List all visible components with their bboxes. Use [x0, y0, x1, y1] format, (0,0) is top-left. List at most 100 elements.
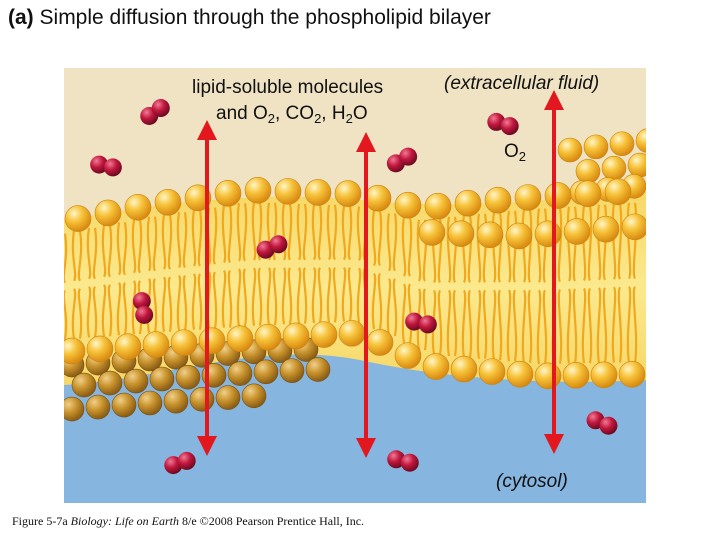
phospholipid-head — [422, 353, 450, 380]
lipid-tail — [272, 267, 278, 326]
phospholipid-head — [241, 383, 267, 409]
phospholipid-head — [618, 360, 646, 388]
lipid-tail — [566, 288, 572, 364]
lipid-tail — [92, 286, 98, 338]
phospholipid-head — [534, 220, 562, 248]
phospholipid-head — [97, 370, 123, 396]
lipid-tail — [407, 283, 413, 344]
phospholipid-head — [454, 189, 482, 217]
lipid-tail — [161, 276, 167, 332]
lipid-tail — [152, 216, 158, 272]
lipid-tail — [296, 267, 302, 324]
lipid-tail — [587, 287, 593, 364]
phospholipid-head — [64, 337, 86, 365]
phospholipid-head — [64, 205, 92, 232]
lipid-tail — [296, 203, 302, 261]
phospholipid-head — [137, 390, 163, 416]
lipid-tail — [236, 203, 242, 262]
atom — [400, 453, 419, 472]
figure-caption: Figure 5-7a Biology: Life on Earth 8/e ©… — [12, 514, 365, 528]
phospholipid-head — [279, 358, 305, 383]
lipid-tail — [581, 205, 587, 282]
lipid-tail — [611, 203, 617, 280]
lipid-tail — [416, 219, 422, 282]
lipid-tail — [71, 230, 77, 282]
lipid-tail — [191, 209, 197, 267]
lipid-tail — [401, 216, 407, 277]
lipid-tail — [407, 216, 413, 277]
label-small-molecules: and O2, CO2, H2O — [216, 103, 368, 126]
lipid-tail — [86, 286, 92, 338]
phospholipid-head — [282, 322, 310, 350]
figure-title-prefix: (a) — [8, 6, 34, 29]
lipid-tail — [236, 268, 242, 327]
label-oxygen: O2 — [504, 141, 527, 164]
diffusing-molecules — [90, 99, 618, 475]
phospholipid-head — [85, 394, 111, 420]
lipid-tail — [476, 289, 482, 359]
atom — [151, 99, 170, 118]
phospholipid-head — [609, 131, 635, 157]
phospholipid-head — [154, 189, 182, 216]
lipid-tail — [116, 222, 122, 276]
phospholipid-head — [123, 368, 149, 394]
lipid-tail — [461, 289, 467, 358]
phospholipid-head — [114, 333, 142, 361]
lipid-tail — [467, 215, 473, 283]
phospholipid-head — [338, 320, 366, 347]
phospholipid-head — [563, 218, 591, 245]
phospholipid-head — [450, 355, 478, 383]
lipid-tail — [341, 205, 347, 261]
lipid-tail — [566, 206, 572, 282]
lipid-tail — [506, 289, 512, 362]
phospholipid-head — [274, 178, 302, 205]
o2-molecule — [386, 147, 418, 173]
lipid-tail — [452, 289, 458, 357]
lipid-tail — [446, 216, 452, 284]
lipid-tail — [536, 289, 542, 365]
o2-molecule — [487, 112, 519, 136]
lipid-tail — [587, 205, 593, 282]
lipid-tail — [167, 276, 173, 332]
lipid-tail — [86, 227, 92, 280]
phospholipid-head — [506, 360, 534, 388]
lipid-tail — [602, 287, 608, 364]
lipid-tail — [221, 269, 227, 328]
lipid-tail — [77, 230, 83, 282]
atom — [103, 158, 122, 177]
phospholipid-head — [364, 184, 392, 212]
phospholipid-head — [418, 219, 446, 246]
lipid-tail — [107, 224, 113, 278]
atom — [599, 416, 618, 435]
phospholipid-head — [534, 362, 562, 390]
figure-title-text: Simple diffusion through the phospholipi… — [39, 6, 491, 29]
o2-molecule — [164, 451, 196, 475]
phospholipid-head — [175, 364, 201, 390]
label-extracellular-fluid: (extracellular fluid) — [444, 73, 600, 94]
lipid-tail — [137, 219, 143, 274]
lipid-tail — [491, 289, 497, 361]
lipid-tail — [476, 213, 482, 283]
lipid-tail — [527, 289, 533, 363]
phospholipid-head — [562, 362, 590, 389]
atom — [135, 305, 154, 324]
lipid-tail — [287, 267, 293, 325]
phospholipid-head — [394, 191, 422, 219]
lipid-tail — [326, 204, 332, 261]
lipid-tail — [302, 203, 308, 261]
lipid-tail — [626, 285, 632, 363]
phospholipid-head — [447, 220, 475, 247]
phospholipid-head — [149, 366, 175, 392]
atom — [399, 147, 418, 166]
lipid-tail — [326, 267, 332, 323]
lipid-tail — [58, 234, 60, 283]
lipid-tail — [281, 267, 287, 325]
phospholipid-heads — [64, 128, 646, 422]
phospholipid-head — [124, 193, 152, 221]
lipid-tail — [602, 204, 608, 281]
phospholipid-head — [215, 385, 241, 410]
lipid-tail — [311, 267, 317, 324]
phospholipid-head — [574, 180, 602, 207]
phospholipid-head — [621, 213, 646, 241]
phospholipid-head — [476, 221, 504, 249]
